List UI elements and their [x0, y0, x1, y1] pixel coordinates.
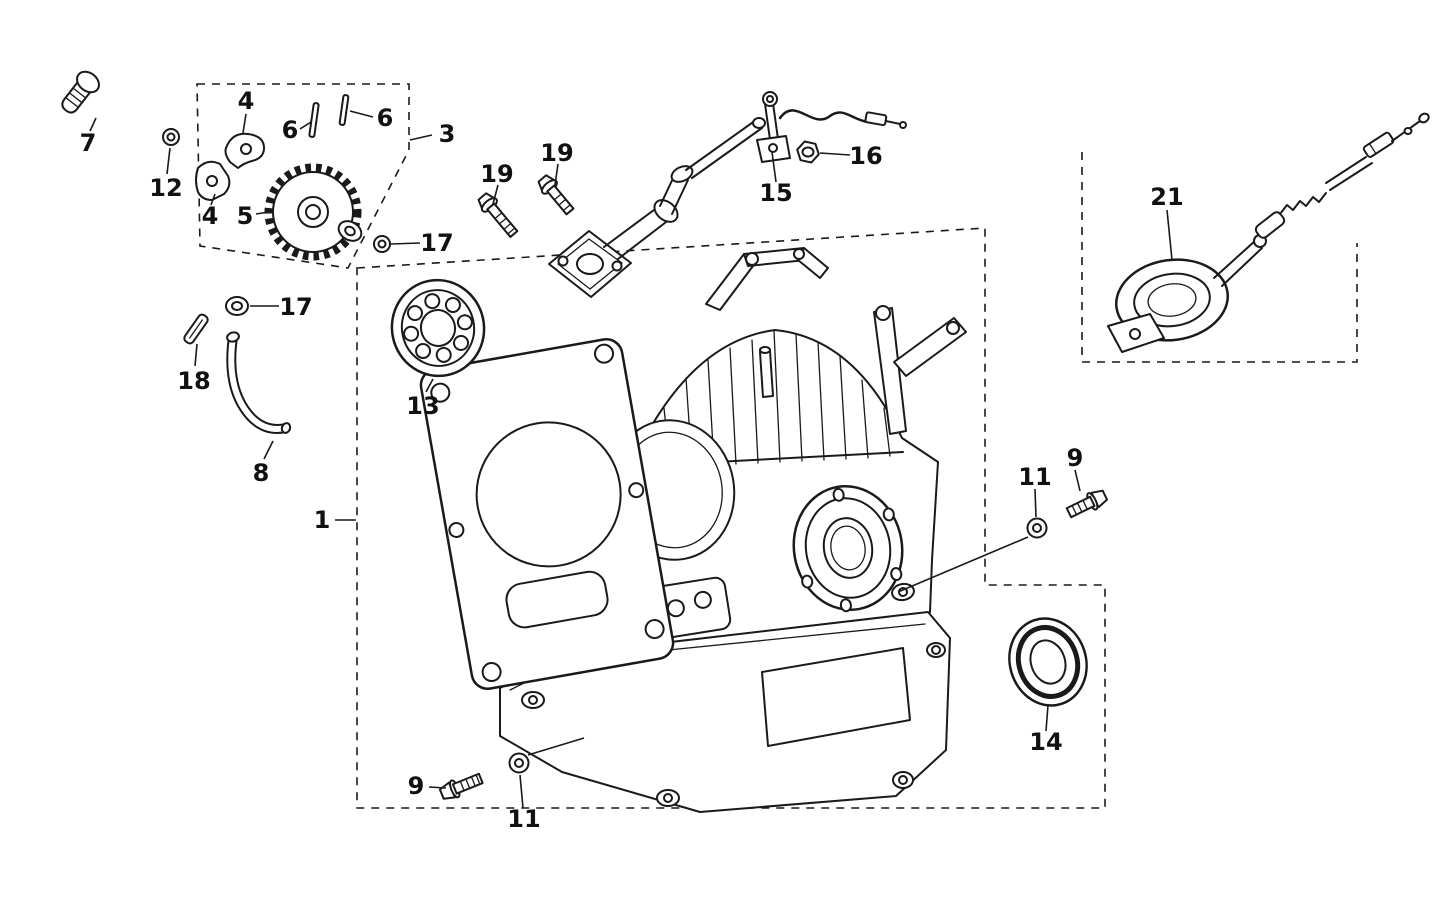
cable-ferrule: [864, 111, 888, 127]
leader-lines: [89, 110, 1173, 809]
callout-1: 1: [314, 506, 331, 534]
bolt-9-bottom: [438, 772, 484, 800]
callout-13: 13: [406, 392, 439, 420]
callout-17-lower: 17: [279, 293, 312, 321]
intake-insulator-assembly: [548, 117, 766, 298]
callout-8: 8: [253, 459, 270, 487]
callout-16: 16: [849, 142, 882, 170]
callout-9-right: 9: [1067, 444, 1084, 472]
head-stud: [759, 346, 774, 398]
weight-4-lower: [195, 160, 231, 201]
cooling-fins: [663, 330, 891, 468]
nut-16: [796, 140, 820, 164]
pin-6-left: [308, 102, 320, 138]
key-18: [183, 313, 209, 345]
governor-gear-5: [264, 163, 363, 261]
callout-12: 12: [149, 174, 182, 202]
small-parts: [61, 70, 1109, 800]
oil-seal-14: [1008, 617, 1088, 707]
callout-15: 15: [759, 179, 792, 207]
washer-11-right: [1026, 517, 1048, 539]
cable-clevis: [1254, 211, 1286, 239]
cylinder-gasket: [419, 338, 675, 690]
group-1-boundary: [356, 227, 1106, 809]
washer-17-upper: [373, 235, 391, 253]
bolt-19-right: [537, 174, 575, 216]
callout-11-bottom: 11: [507, 805, 540, 833]
cable-adjuster: [1362, 131, 1395, 158]
callout-17-upper: 17: [420, 229, 453, 257]
callout-6-right: 6: [377, 104, 394, 132]
plug-bolt-7: [61, 70, 100, 114]
crank-bore-boss: [792, 484, 904, 613]
callout-4-lower: 4: [202, 202, 219, 230]
washer-11-bottom: [508, 752, 530, 774]
flange-recess: [761, 647, 911, 747]
callout-11-right: 11: [1018, 463, 1051, 491]
group-21-boundary: [1081, 152, 1358, 363]
bolt-19-left: [477, 192, 519, 238]
callout-9-bottom: 9: [408, 772, 425, 800]
callout-6-left: 6: [282, 116, 299, 144]
callout-4-upper: 4: [238, 87, 255, 115]
control-assembly-21: [1107, 112, 1430, 353]
right-bracket: [873, 305, 967, 435]
ball-bearing-13: [390, 278, 486, 378]
callout-14: 14: [1029, 728, 1062, 756]
washer-17-lower: [225, 296, 249, 316]
callout-5: 5: [237, 202, 254, 230]
oil-pipe-8: [226, 331, 292, 434]
callout-19-left: 19: [480, 160, 513, 188]
pin-6-right: [338, 94, 350, 126]
bolt-9-right: [1065, 489, 1109, 519]
dashed-boundaries: [196, 83, 1358, 809]
clip-12: [162, 128, 180, 146]
callout-3: 3: [439, 120, 456, 148]
weight-4-upper: [224, 132, 265, 169]
top-bracket: [705, 247, 829, 311]
callout-7: 7: [80, 129, 97, 157]
flange-bolt-holes: [521, 642, 946, 807]
callout-19-right: 19: [540, 139, 573, 167]
callout-18: 18: [177, 367, 210, 395]
group-3-boundary: [196, 83, 410, 269]
callouts: 7 12 4 6 6 3 4 5 17 17 18 8 13 1 19 19 1…: [80, 87, 1184, 833]
callout-21: 21: [1150, 183, 1183, 211]
governor-arm-cable: [756, 91, 907, 163]
